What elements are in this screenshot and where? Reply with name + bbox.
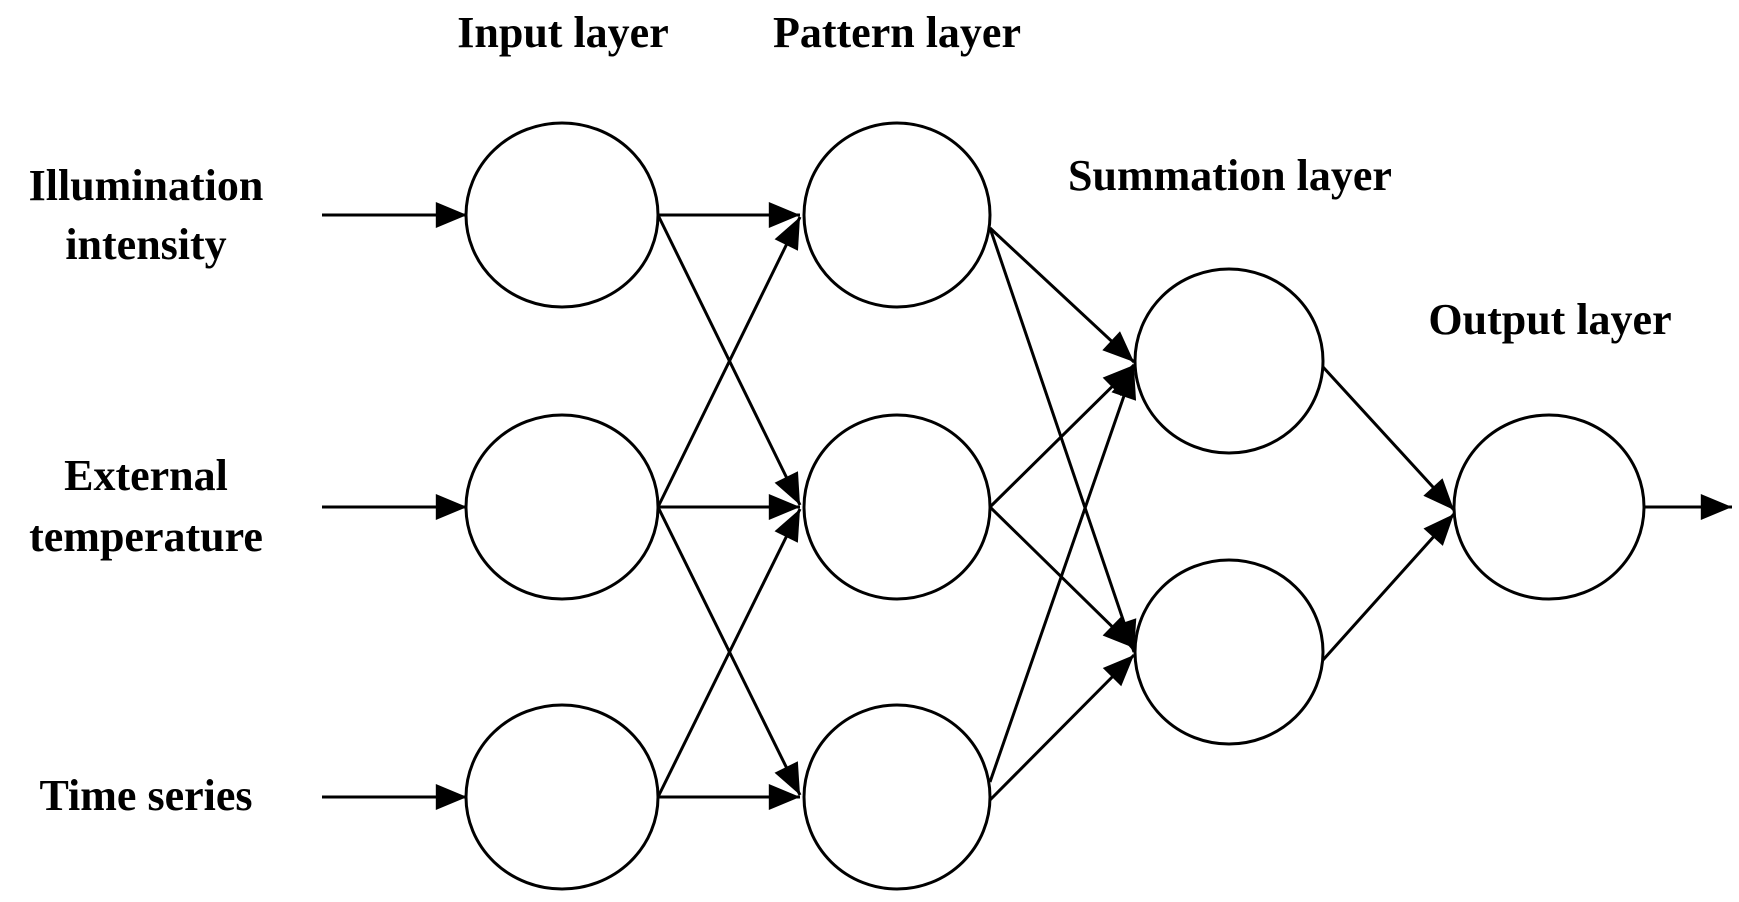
edge-i2-p1 (656, 216, 802, 508)
input-label-temperature-line2: temperature (29, 512, 263, 561)
edge-s2-o (1321, 512, 1456, 662)
edge-p2-s1 (988, 363, 1136, 509)
edge-p3-s2 (988, 653, 1136, 802)
input-node-1 (464, 121, 660, 309)
pattern-node-2 (802, 413, 992, 601)
input-node-3 (464, 703, 660, 891)
input-label-illumination-line2: intensity (65, 220, 226, 269)
output-node (1452, 413, 1646, 601)
summation-layer-title: Summation layer (1068, 151, 1392, 200)
output-layer-title: Output layer (1428, 295, 1671, 344)
edge-p1-s1 (988, 226, 1136, 364)
pattern-node-3 (802, 703, 992, 891)
edge-s1-o (1321, 365, 1456, 512)
pattern-layer-title: Pattern layer (773, 8, 1021, 57)
input-label-temperature-line1: External (64, 451, 228, 500)
input-label-illumination-line1: Illumination (29, 161, 264, 210)
edge-p3-s1 (988, 366, 1137, 783)
input-layer-title: Input layer (457, 8, 668, 57)
edge-p1-s2 (988, 227, 1137, 653)
input-label-time-series: Time series (39, 771, 252, 820)
edge-i3-p2 (656, 508, 802, 798)
summation-node-2 (1133, 558, 1325, 746)
input-node-2 (464, 413, 660, 601)
pattern-node-1 (802, 121, 992, 309)
summation-node-1 (1133, 267, 1325, 455)
